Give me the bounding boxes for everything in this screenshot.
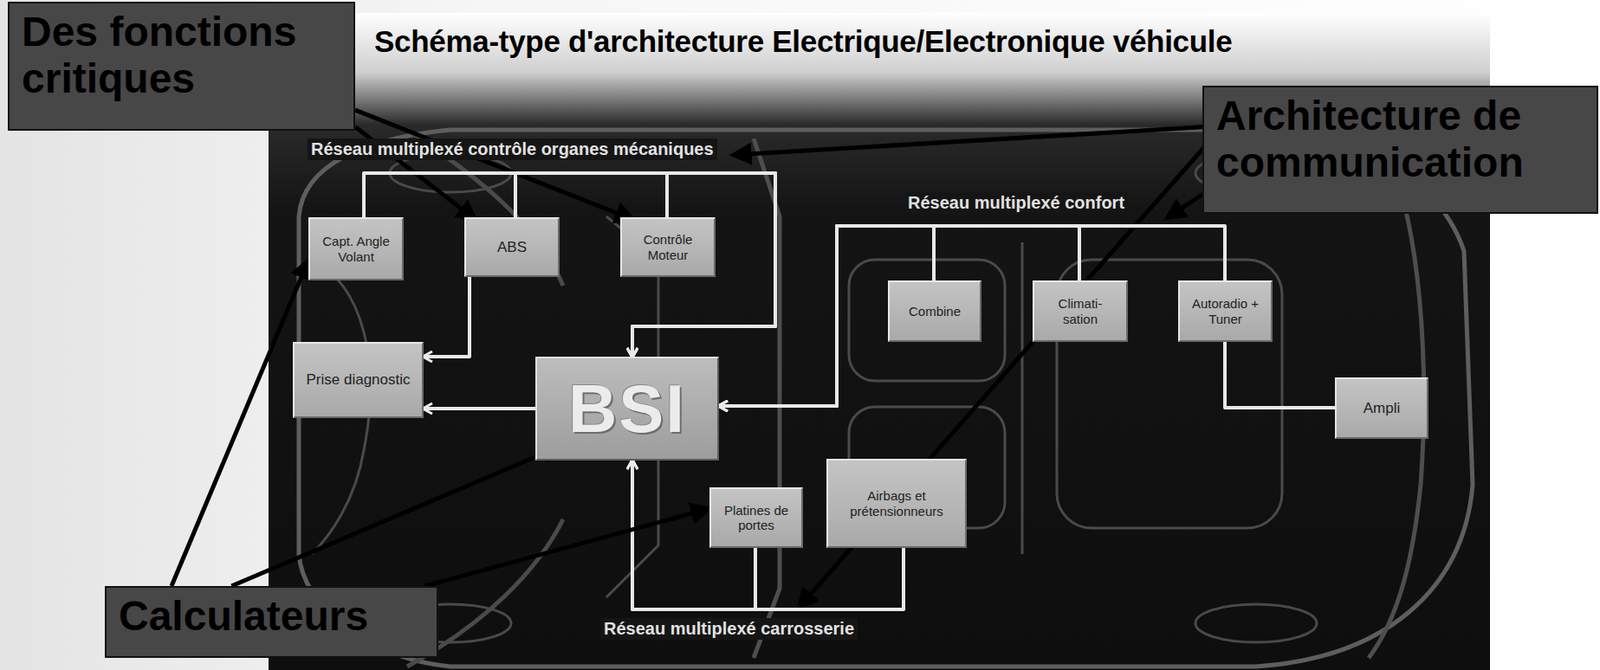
callout-arrow	[171, 260, 309, 587]
leader-line	[732, 126, 1213, 609]
callout-box: Des fonctions critiques	[7, 1, 356, 131]
node-text: Autoradio + Tuner	[1185, 296, 1266, 327]
bus-connector	[423, 277, 470, 357]
node-text: Climati- sation	[1039, 296, 1121, 327]
ecu-box: ABS	[464, 217, 560, 278]
node-text: Prise diagnostic	[305, 371, 410, 389]
bsi-box: BSI	[535, 356, 720, 461]
node-text: Platines de portes	[716, 503, 797, 534]
node-text: Contrôle Moteur	[627, 232, 709, 263]
car-interior	[311, 154, 1317, 643]
ecu-box: Ampli	[1334, 377, 1429, 440]
ecu-box: Autoradio + Tuner	[1178, 280, 1273, 343]
callout-arrow	[425, 509, 710, 588]
bus-connector	[719, 226, 1225, 407]
network-label: Réseau multiplexé carrosserie	[600, 618, 858, 641]
node-text: Airbags et prétensionneurs	[833, 488, 960, 519]
callout-box: Architecture de communication	[1202, 85, 1599, 214]
node-text: ABS	[497, 239, 527, 257]
callout-arrow	[231, 446, 561, 587]
node-text: Ampli	[1363, 400, 1401, 418]
ecu-box: Climati- sation	[1032, 280, 1128, 343]
network-label: Réseau multiplexé confort	[904, 192, 1128, 214]
ecu-box: Platines de portes	[709, 487, 804, 549]
node-text: Des fonctions critiques	[21, 8, 342, 103]
bus-connector	[363, 173, 776, 357]
bus-connector	[1224, 342, 1335, 409]
node-text: BSI	[568, 369, 687, 449]
node-text: Combine	[908, 304, 961, 319]
callout-box: Calculateurs	[104, 586, 439, 659]
diagnostic-port: Prise diagnostic	[292, 342, 424, 419]
network-label: Réseau multiplexé contrôle organes mécan…	[307, 138, 718, 161]
node-text: Calculateurs	[118, 593, 425, 641]
ecu-box: Contrôle Moteur	[620, 217, 716, 278]
bus-connector	[719, 226, 1080, 407]
diagram-title: Schéma-type d'architecture Electrique/El…	[374, 24, 1232, 59]
ecu-box: Airbags et prétensionneurs	[826, 459, 967, 549]
ecu-box: Combine	[887, 280, 982, 343]
ecu-box: Capt. Angle Volant	[308, 217, 404, 281]
node-text: Architecture de communication	[1216, 92, 1585, 187]
bus-connector	[423, 407, 536, 411]
node-text: Capt. Angle Volant	[315, 233, 397, 265]
callout-arrow	[355, 110, 634, 221]
